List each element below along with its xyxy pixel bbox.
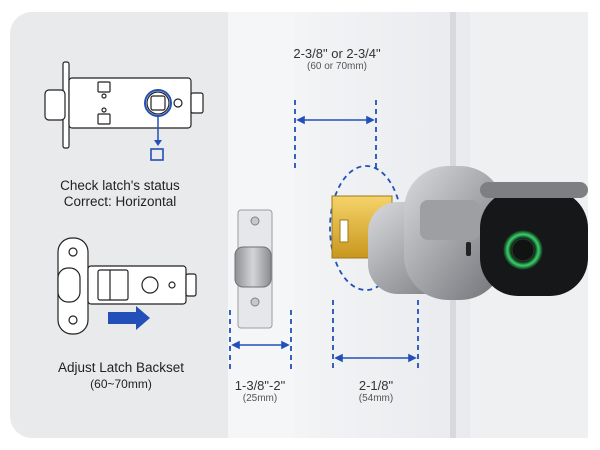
square-spindle-icon [150,148,164,161]
handle-projection-measure: 2-1/8" (54mm) [336,378,416,404]
check-latch-caption: Check latch's status Correct: Horizontal [50,178,190,210]
door-thickness-metric: (25mm) [242,393,278,404]
latch-diagram-check [44,61,204,149]
handle-neck [420,200,480,240]
adjust-latch-line1: Adjust Latch Backset [57,360,185,375]
latch-slot [339,219,349,243]
handle-top-trim [480,182,588,198]
latch-diagram-adjust [57,237,197,335]
measure-arrows [231,115,417,363]
screw-icon [250,297,260,307]
handle-projection-metric: (54mm) [358,393,394,404]
latch-bolt [234,246,272,288]
check-latch-line1: Check latch's status [60,178,180,193]
adjust-arrow [108,306,150,330]
pointer-arrowhead [154,140,162,146]
fingerprint-pad [511,238,535,262]
backset-measure: 2-3/8" or 2-3/4" (60 or 70mm) [262,46,412,72]
indicator-led [466,242,471,256]
backset-metric: (60 or 70mm) [306,61,367,72]
door-thickness-measure: 1-3/8"-2" (25mm) [220,378,300,404]
backset-label: 2-3/8" or 2-3/4" [293,46,381,61]
door-thickness-label: 1-3/8"-2" [234,378,286,393]
adjust-latch-line2: (60~70mm) [90,377,152,391]
check-latch-line2: Correct: Horizontal [63,194,177,209]
measure-guides [229,100,419,370]
handle-projection-label: 2-1/8" [358,378,394,393]
screw-icon [250,216,260,226]
adjust-latch-caption: Adjust Latch Backset (60~70mm) [46,360,196,392]
